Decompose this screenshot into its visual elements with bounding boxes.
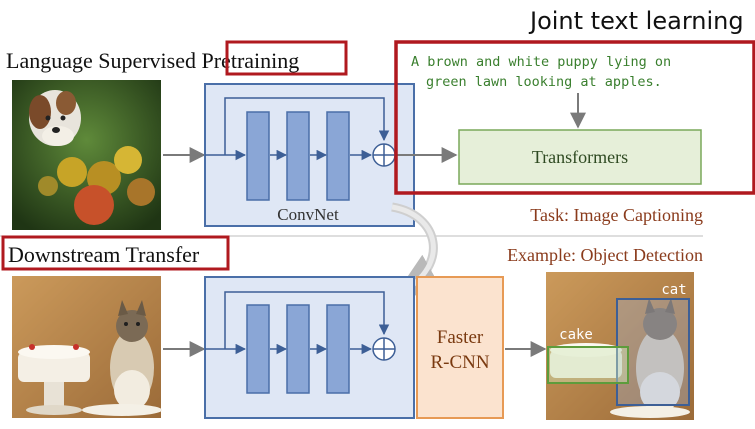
convnet-pretraining: ConvNet: [204, 83, 415, 227]
pretraining-highlight-box: [225, 40, 348, 76]
cake-bounding-box: [547, 346, 629, 384]
pretraining-section-label: Language Supervised Pretraining: [6, 48, 299, 73]
downstream-highlight-box: [1, 235, 230, 271]
cat-detection-label: cat: [661, 282, 686, 298]
cake-detection: cake: [547, 327, 629, 384]
example-label: Example: Object Detection: [507, 245, 703, 265]
faster-rcnn-box: [416, 276, 504, 419]
joint-text-learning-title: Joint text learning: [528, 7, 744, 35]
conv-block-3-downstream: [326, 304, 350, 394]
joint-text-highlight-box: [394, 40, 755, 195]
downstream-section-label: Downstream Transfer: [8, 242, 200, 267]
cat-detection: cat: [616, 282, 690, 406]
caption-line-1: A brown and white puppy lying on: [411, 54, 671, 70]
convnet-label: ConvNet: [277, 205, 339, 224]
conv-block-2: [286, 111, 310, 201]
faster-rcnn-label-line1: Faster: [437, 327, 484, 348]
convnet-downstream: [204, 276, 415, 419]
conv-block-3: [326, 111, 350, 201]
caption-line-2: green lawn looking at apples.: [426, 74, 662, 90]
residual-sum-icon-downstream: [372, 337, 396, 361]
pretraining-label-prefix: Language Supervised: [6, 48, 202, 73]
transformers-box: [458, 129, 702, 185]
pretraining-label-boxed-word: Pretraining: [202, 48, 300, 73]
puppy-photo: [12, 80, 161, 230]
transformers-label: Transformers: [532, 147, 628, 167]
faster-rcnn-label-line2: R-CNN: [430, 352, 489, 373]
task-label: Task: Image Captioning: [530, 205, 703, 225]
conv-block-1-downstream: [246, 304, 270, 394]
conv-block-2-downstream: [286, 304, 310, 394]
residual-sum-icon: [372, 143, 396, 167]
conv-block-1: [246, 111, 270, 201]
cat-photo: [12, 276, 162, 418]
cake-detection-label: cake: [559, 327, 593, 343]
